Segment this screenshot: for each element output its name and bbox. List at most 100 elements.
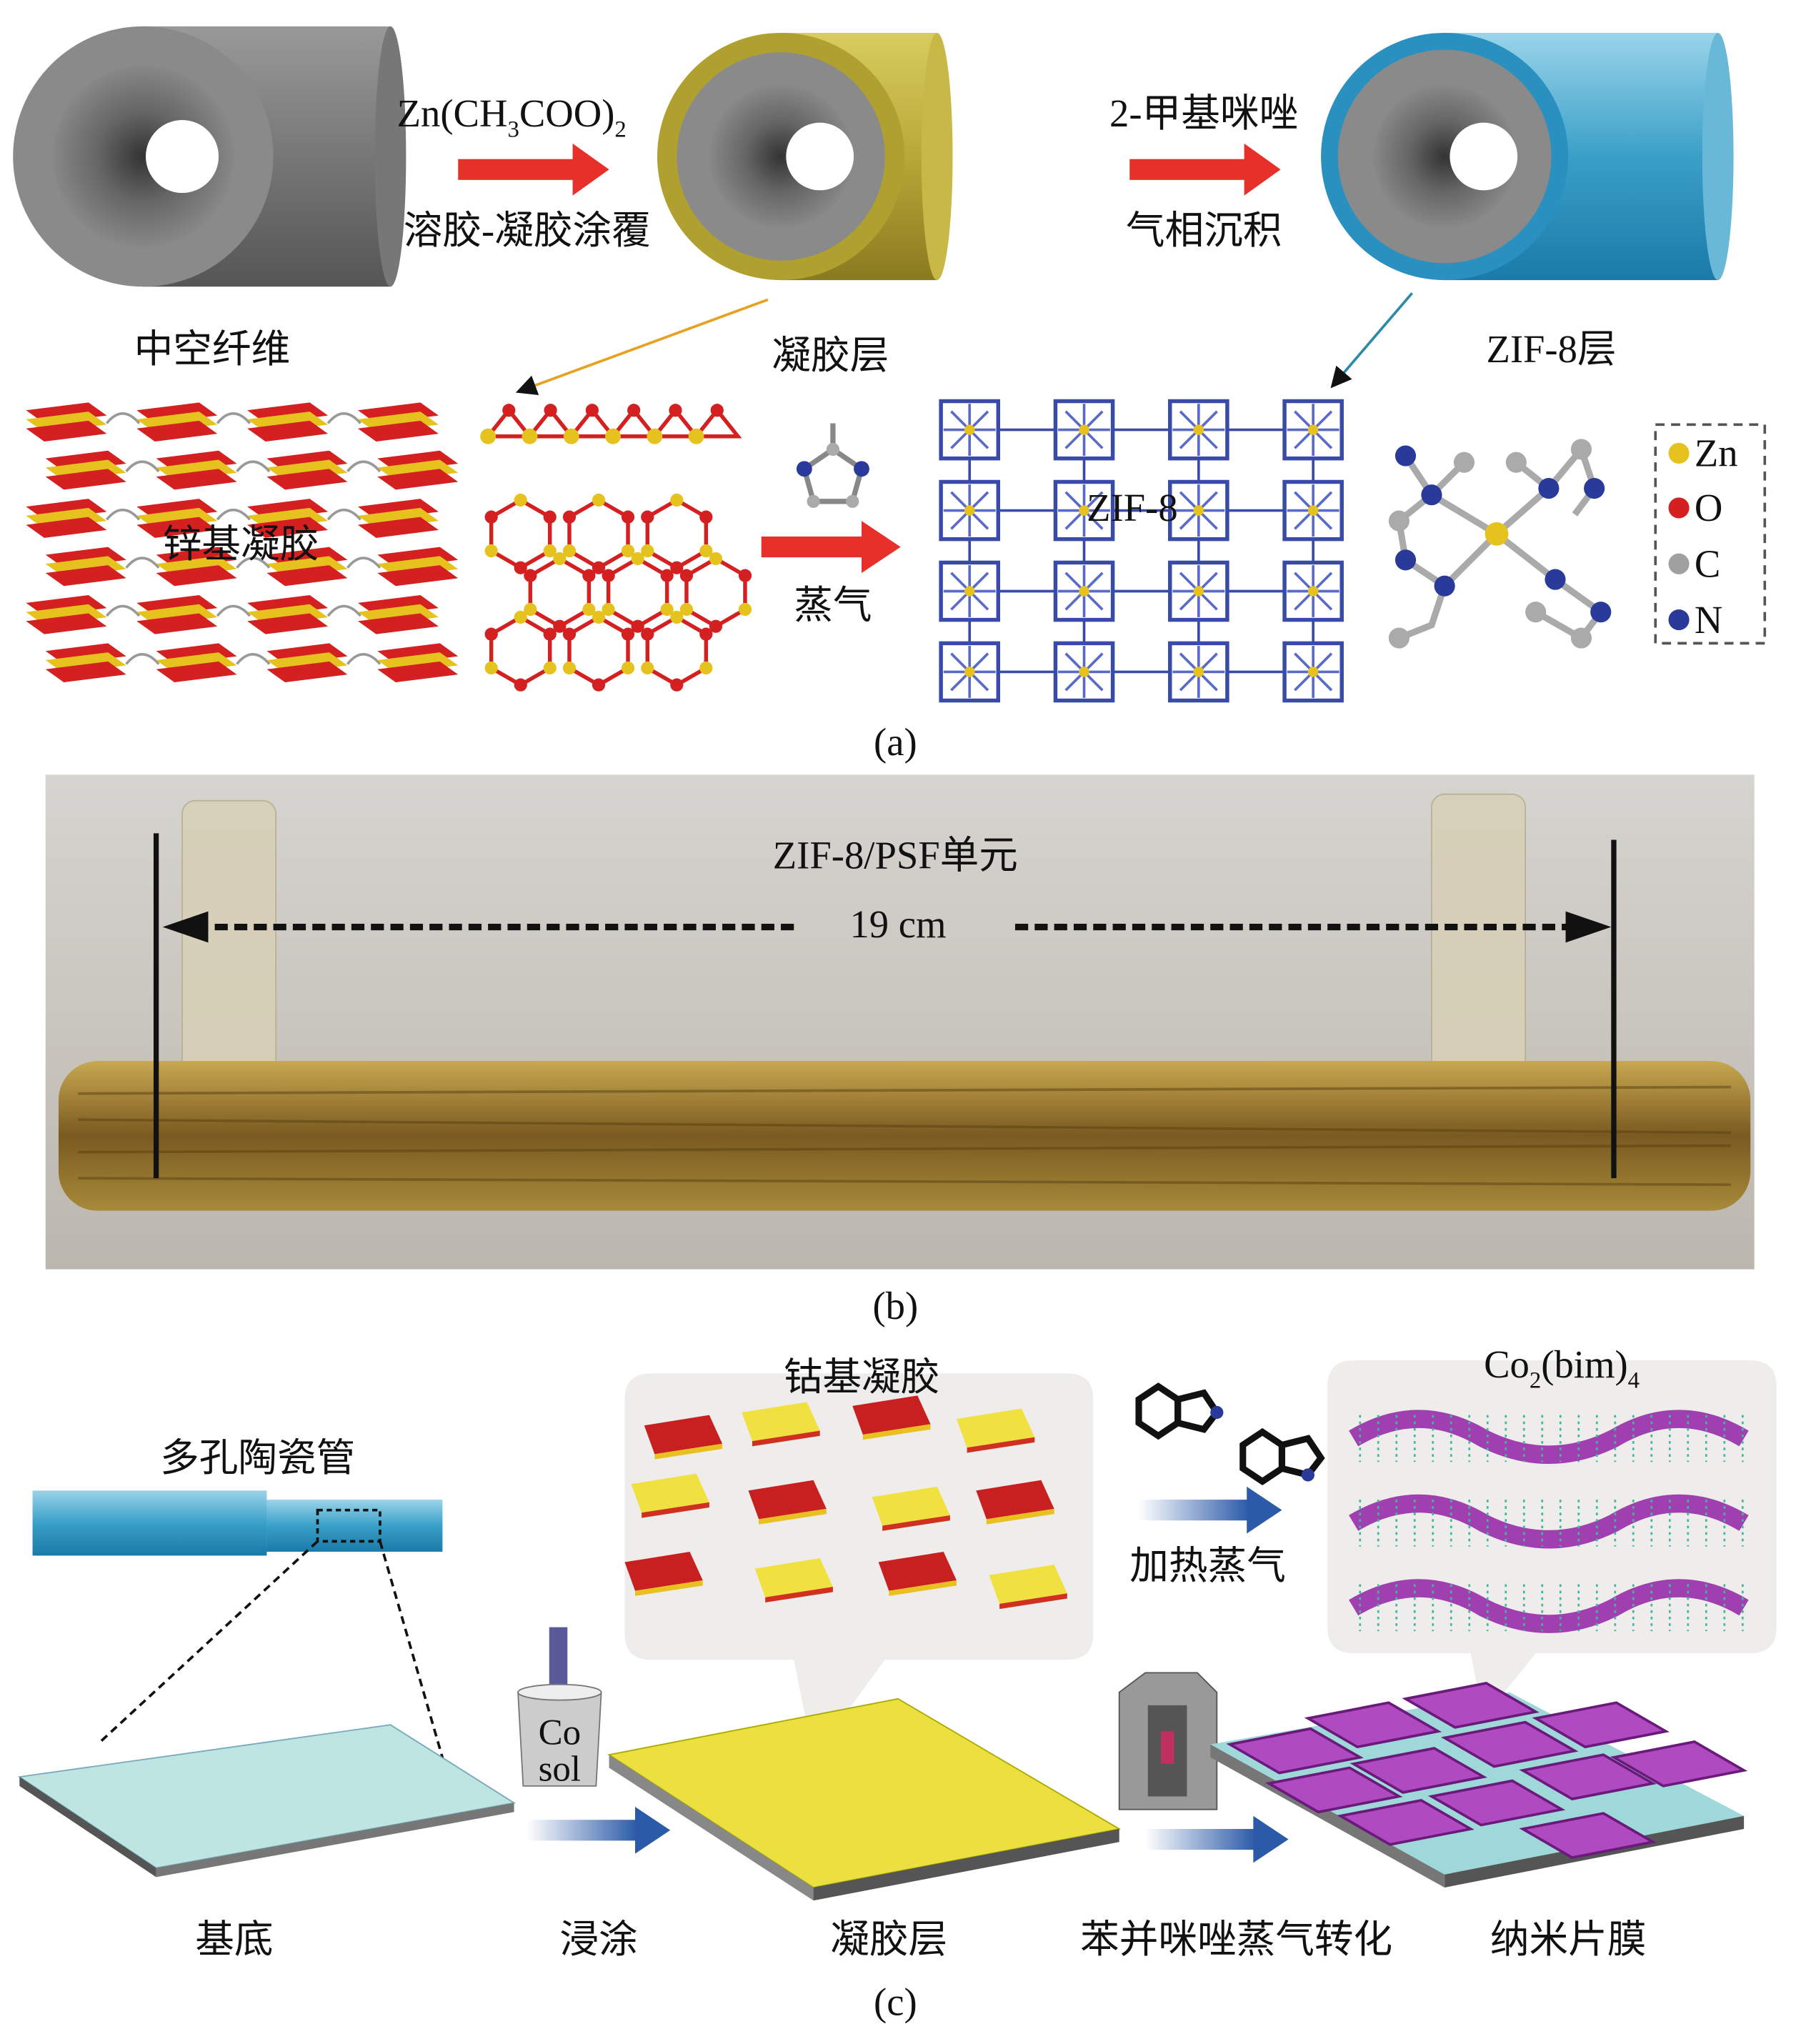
lattice-atom xyxy=(621,544,635,558)
zoom-line-gel xyxy=(515,298,769,396)
module-title: ZIF-8/PSF单元 xyxy=(773,834,1018,877)
lattice-atom xyxy=(670,561,684,574)
cobalt-gel-sheet xyxy=(624,1551,703,1591)
zn-atom xyxy=(563,428,579,444)
gel-link xyxy=(326,604,361,617)
cobalt-gel-sheet-edge xyxy=(642,1502,709,1518)
lattice-atom xyxy=(484,627,498,641)
label-nanosheet-membrane: 纳米片膜 xyxy=(1490,1918,1647,1961)
cobalt-gel-sheet xyxy=(644,1415,723,1455)
lattice-atom xyxy=(562,661,577,675)
label-zif8: ZIF-8 xyxy=(1087,486,1177,529)
gel-link xyxy=(216,412,251,424)
lattice-bond xyxy=(567,407,617,439)
cobalt-gel-sheet-edge xyxy=(759,1508,827,1525)
zn-atom xyxy=(480,428,497,444)
o-atom xyxy=(669,404,682,417)
atom-legend: Zn O C N xyxy=(1654,423,1767,645)
lattice-ring xyxy=(684,556,747,629)
lattice-atom xyxy=(484,544,498,558)
lattice-ring xyxy=(645,614,709,687)
nanosheet-tile xyxy=(1350,1747,1487,1794)
lattice-bond xyxy=(692,407,742,439)
cobalt-gel-sheet xyxy=(754,1558,833,1597)
zn-atom xyxy=(522,428,538,444)
lattice-ring xyxy=(489,614,552,687)
gel-sheet xyxy=(26,613,107,634)
zif8-framework xyxy=(939,399,1344,703)
label-substrate: 基底 xyxy=(195,1918,273,1961)
lattice-ring xyxy=(528,556,592,629)
cobalt-gel-sheet xyxy=(852,1395,931,1435)
nanosheet-tile xyxy=(1519,1812,1657,1859)
cobalt-gel-sheet-edge xyxy=(999,1593,1067,1610)
gel-sheet xyxy=(156,469,237,490)
gel-sheet xyxy=(377,565,459,587)
lattice-atom xyxy=(699,627,713,641)
cobalt-gel-sheet xyxy=(878,1551,957,1591)
lattice-ring xyxy=(567,614,630,687)
cobalt-gel-sheet xyxy=(956,1408,1035,1448)
gel-link xyxy=(105,604,141,617)
module-length: 19 cm xyxy=(849,902,946,946)
gel-link xyxy=(105,508,141,521)
lattice-atom xyxy=(602,569,615,582)
zif8-zn xyxy=(1193,667,1204,677)
label-gel-layer: 凝胶层 xyxy=(772,334,889,377)
nanosheet-tile xyxy=(1441,1720,1579,1768)
co-sol-beaker: Co sol xyxy=(517,1627,602,1790)
lattice-atom xyxy=(709,552,723,566)
gel-link xyxy=(216,604,251,617)
lattice-ring xyxy=(567,497,630,570)
heat-vapor-arrow xyxy=(1139,1486,1282,1534)
lattice-atom xyxy=(641,544,654,558)
gel-sheet xyxy=(266,565,348,587)
lattice-atom xyxy=(514,610,527,624)
lattice-atom xyxy=(699,544,713,558)
lattice-atom xyxy=(660,569,674,582)
zif8-zn xyxy=(1307,424,1319,435)
gel-sheet xyxy=(156,661,237,683)
lattice-atom xyxy=(582,602,596,617)
lattice-atom xyxy=(670,678,684,692)
zif8-cage xyxy=(1282,560,1344,622)
zif8-coordination-molecule xyxy=(1388,439,1612,649)
gel-link xyxy=(125,557,160,569)
lattice-atom xyxy=(543,544,557,558)
lattice-atom xyxy=(621,627,635,641)
vapor-arrow xyxy=(761,521,901,573)
cobalt-gel-sheet-edge xyxy=(654,1443,723,1460)
gel-layer-plate xyxy=(607,1697,1122,1901)
cobalt-gel-bubble xyxy=(624,1373,1094,1758)
lattice-atom xyxy=(709,619,723,633)
gel-sheet xyxy=(357,420,439,442)
lattice-atom xyxy=(592,561,606,574)
lattice-atom xyxy=(641,661,654,675)
lattice-atom xyxy=(621,661,635,675)
reaction-arrow-1 xyxy=(458,143,609,196)
gel-sheet xyxy=(45,661,126,683)
lattice-atom xyxy=(543,661,557,675)
nanosheet-membrane-plate xyxy=(1210,1682,1748,1888)
sol-line-1: Co xyxy=(539,1713,582,1753)
label-porous-ceramic-tube: 多孔陶瓷管 xyxy=(160,1436,355,1480)
caption-c: (c) xyxy=(874,1980,917,2023)
lattice-ring xyxy=(606,556,669,629)
label-gel-layer-c: 凝胶层 xyxy=(830,1918,947,1961)
lattice-atom xyxy=(699,661,713,675)
nanosheet-tile xyxy=(1337,1798,1475,1846)
zif8-zn xyxy=(1079,424,1089,435)
lattice-atom xyxy=(562,544,577,558)
zn-atom-icon xyxy=(1668,442,1690,464)
lattice-atom xyxy=(621,510,635,524)
lattice-bond xyxy=(484,407,534,439)
label-vapor: 蒸气 xyxy=(794,584,872,627)
zinc-oxide-lattice xyxy=(480,404,752,692)
lattice-atom xyxy=(670,610,684,624)
gel-link xyxy=(326,508,361,521)
cobalt-gel-sheet xyxy=(742,1402,820,1442)
gel-sheet xyxy=(156,565,237,587)
lattice-atom xyxy=(631,552,644,566)
nanosheet-tile xyxy=(1610,1740,1748,1788)
step-vapor-deposition: 气相沉积 xyxy=(1126,209,1282,252)
